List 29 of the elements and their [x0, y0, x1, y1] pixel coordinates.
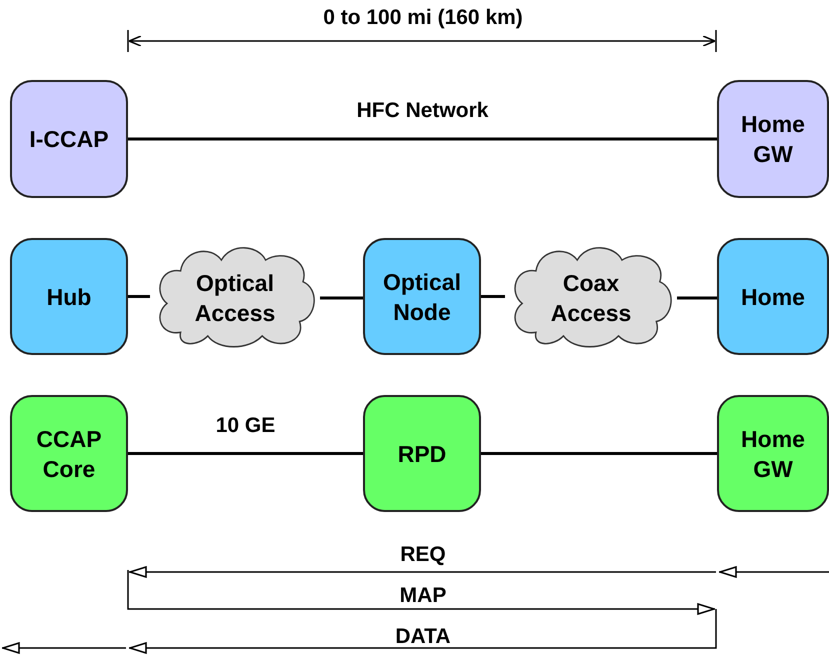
rounded-box: [10, 80, 128, 198]
rounded-box: [363, 238, 481, 355]
distance-label: 0 to 100 mi (160 km): [322, 6, 524, 30]
node-label: RPD: [398, 440, 446, 468]
node-label: Optical Access: [194, 269, 276, 328]
rounded-box: [10, 395, 128, 512]
connector-line: [320, 296, 363, 300]
connector-line: [481, 452, 717, 455]
node-label: CCAP Core: [35, 424, 103, 484]
node-label: Home: [741, 282, 805, 312]
connector-line: [128, 452, 363, 455]
rounded-box: [717, 80, 829, 198]
rounded-box: [717, 395, 829, 512]
node-label: Home GW: [740, 110, 806, 169]
rounded-box: [363, 395, 481, 512]
connector-line: [128, 138, 717, 140]
message-label: REQ: [399, 543, 447, 567]
connector-line: [128, 295, 150, 298]
node-label: I-CCAP: [29, 125, 109, 154]
node-label: Coax Access: [550, 269, 632, 328]
node-label: Home GW: [740, 424, 806, 484]
connector-line: [677, 296, 717, 300]
rounded-box: [10, 238, 128, 355]
node-label: Hub: [46, 282, 92, 312]
rounded-box: [717, 238, 829, 355]
message-label: MAP: [398, 584, 448, 608]
message-label: DATA: [394, 625, 452, 649]
node-label: Optical Node: [382, 268, 462, 326]
connector-line: [481, 295, 505, 298]
